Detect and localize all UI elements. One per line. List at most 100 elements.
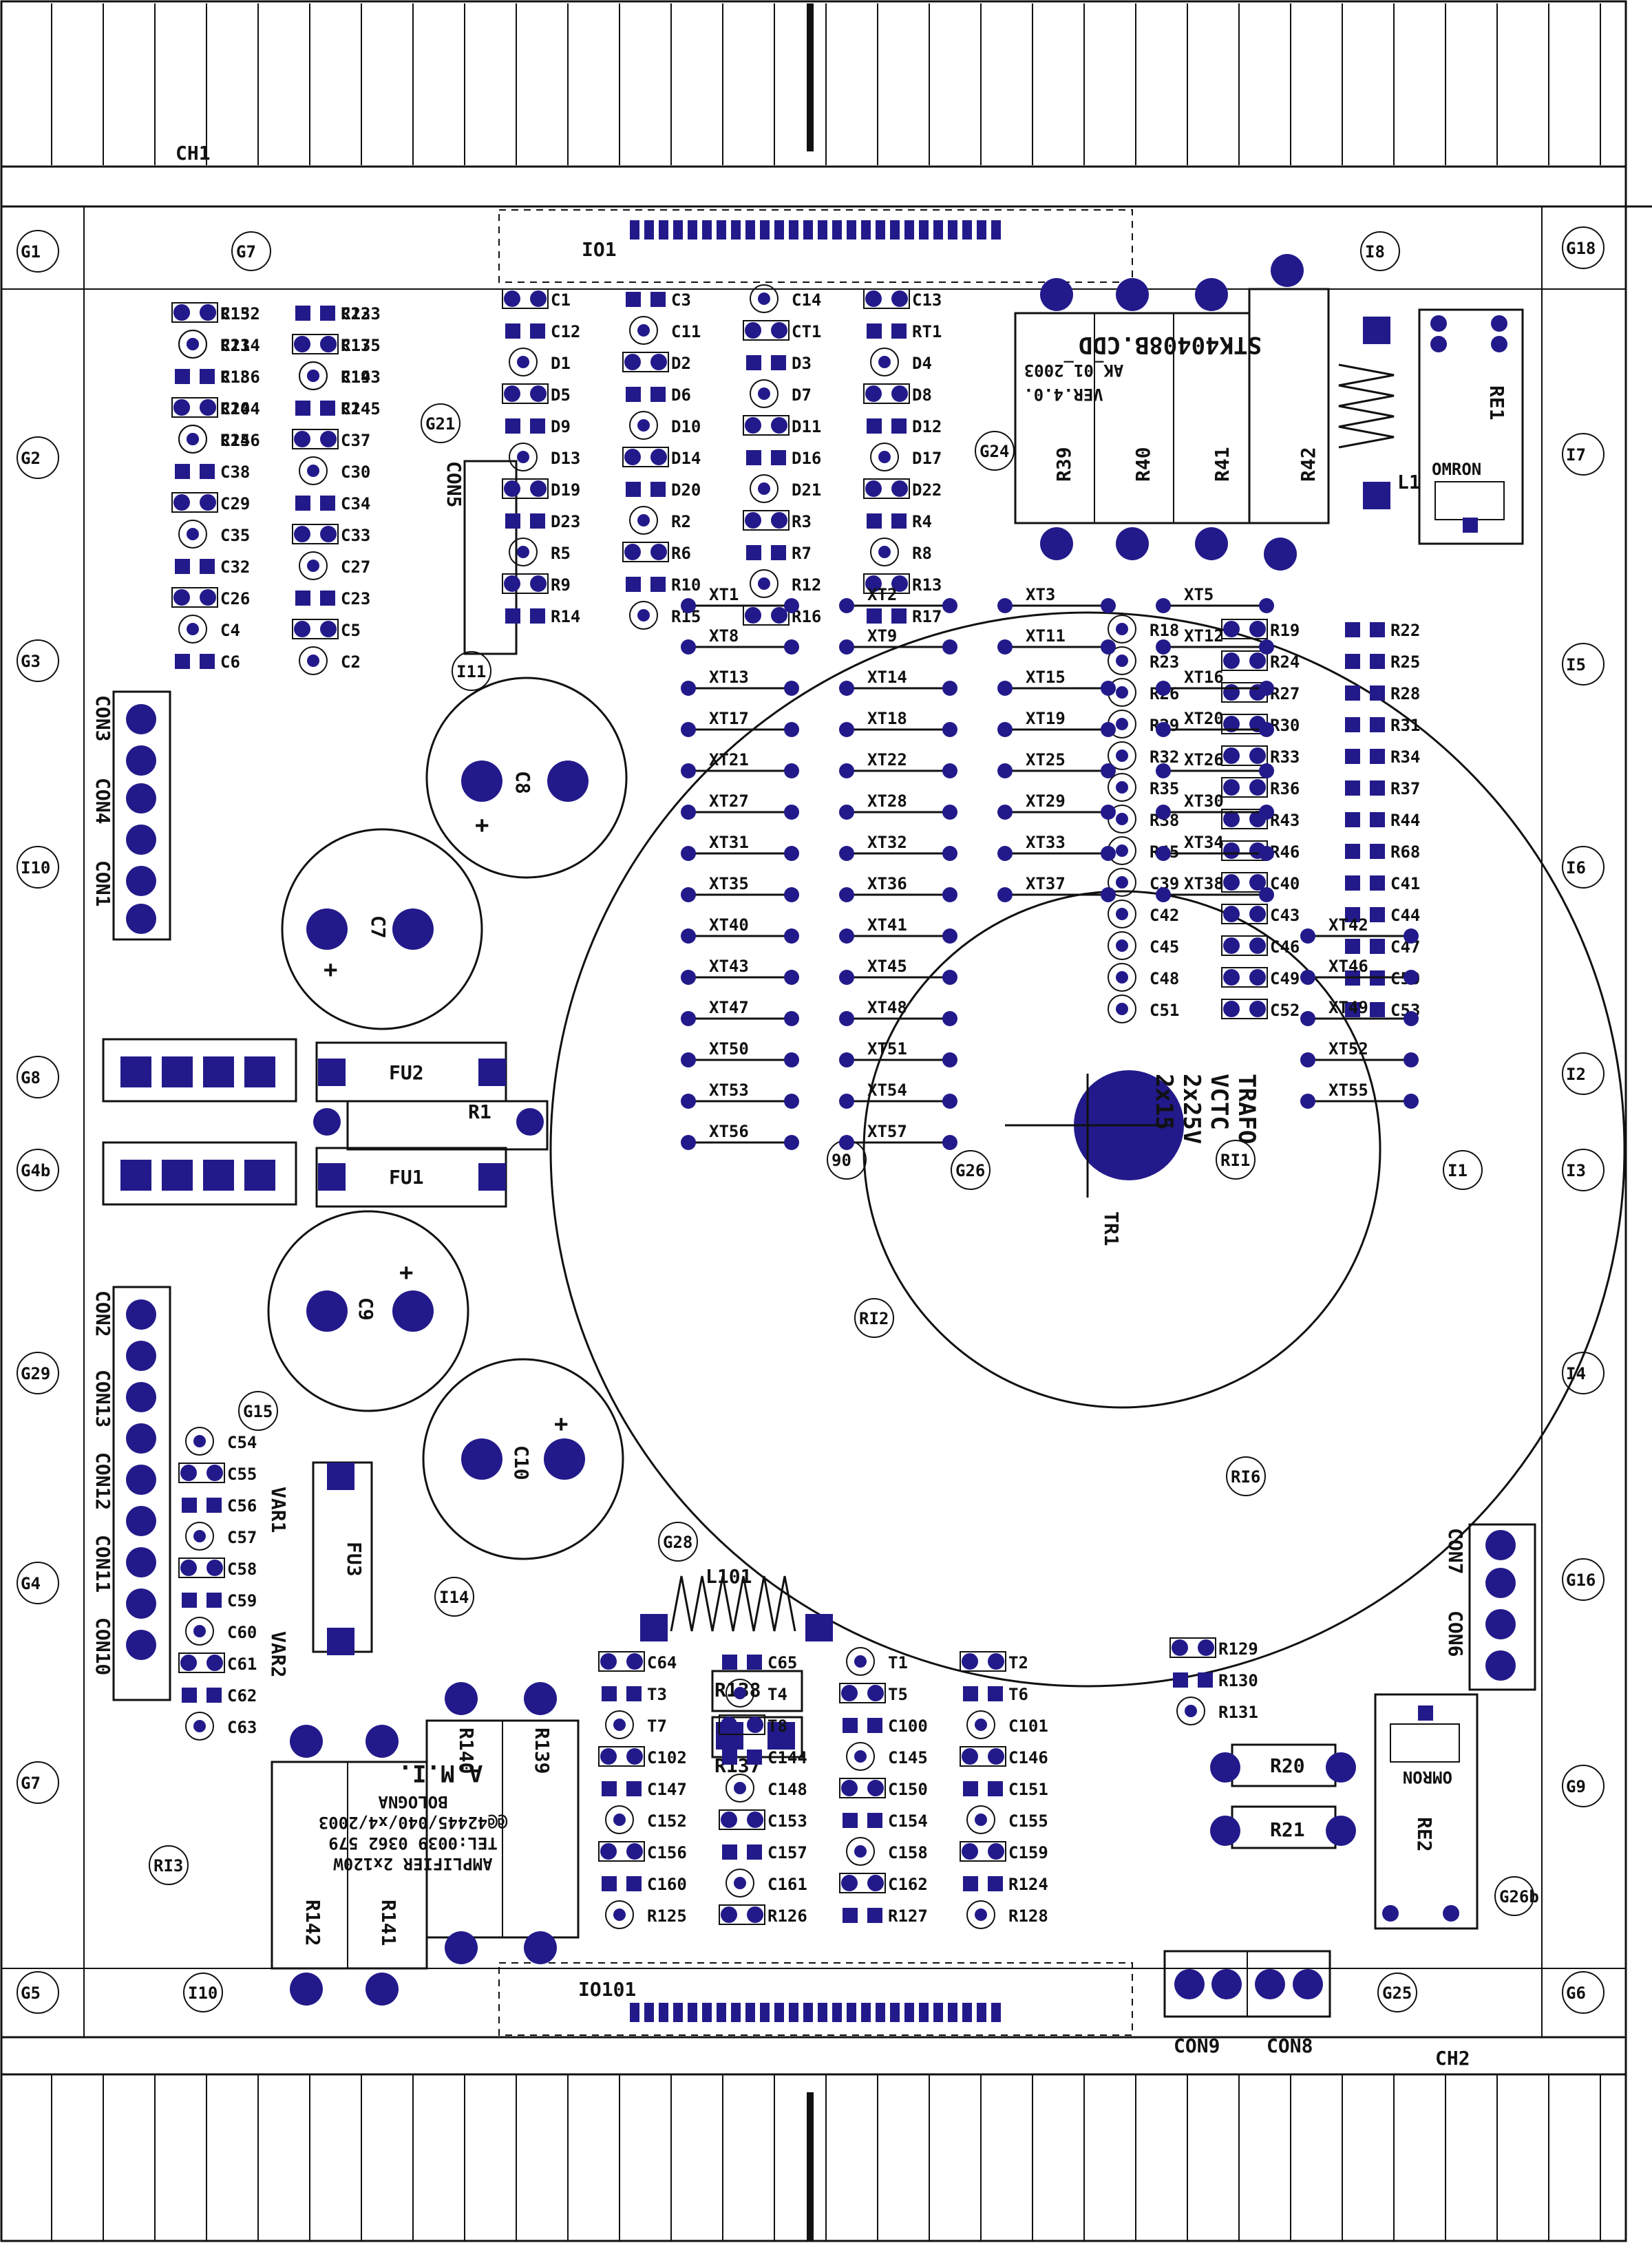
part-label: C34 [341,494,370,513]
part-label: R136 [220,368,260,387]
part-r25: R25 [1345,652,1420,672]
part-c65: C65 [722,1653,797,1672]
part-d22: D22 [863,478,942,500]
hole-inner-label: G24 [979,442,1009,461]
part-label: R13 [912,575,942,595]
part-label: C35 [220,526,250,545]
jumper-label: XT14 [867,668,907,687]
part-c42: C42 [1108,900,1179,928]
part-c51: C51 [1108,995,1179,1023]
part-r8: R8 [870,538,932,566]
part-t4: T4 [726,1679,787,1708]
part-label: C22 [341,304,370,323]
jumper-label: XT8 [709,626,739,646]
part-label: C2 [341,652,361,672]
part-label: C144 [767,1748,807,1767]
part-r130: R130 [1173,1671,1258,1690]
part-r129: R129 [1169,1637,1258,1659]
part-c12: C12 [505,322,580,341]
part-label: T1 [888,1653,908,1672]
hole-left-label: G1 [21,242,41,262]
part-c44: C44 [1345,906,1420,925]
part-c33: C33 [292,524,370,545]
part-label: D7 [792,385,812,405]
hole-left-label: G2 [21,449,41,468]
part-label: R36 [1270,779,1300,798]
part-label: D4 [912,354,932,373]
part-r16: R16 [743,605,821,626]
transformer-text-4: 2x15 [1150,1074,1178,1130]
transformer-text-3: 2x25V [1178,1074,1205,1144]
part-r19: R19 [1221,619,1300,640]
hole-inner: I10 [183,1973,223,2012]
part-c53: C53 [1345,1001,1420,1020]
part-label: C145 [888,1748,928,1767]
hole-inner-label: I1 [1448,1161,1468,1180]
part-label: C5 [341,621,361,640]
part-label: C102 [647,1748,687,1767]
part-r28: R28 [1345,684,1420,703]
jumper-label: XT1 [709,585,739,604]
part-rt1: RT1 [867,322,942,341]
part-label: C14 [792,290,821,310]
part-label: C154 [888,1811,928,1831]
part-r37: R37 [1345,779,1420,798]
hole-left: G4 [17,1562,59,1604]
part-c162: C162 [839,1873,928,1894]
hole-right-label: I4 [1566,1364,1586,1383]
part-c32: C32 [175,557,250,577]
part-c26: C26 [171,587,250,608]
cap-c10-label: C10 [510,1445,533,1480]
part-c55: C55 [178,1463,257,1484]
part-label: R30 [1270,716,1300,735]
jumper-xt28: XT28 [839,791,957,820]
hole-inner-label: G26b [1499,1887,1539,1906]
hole-inner-label: G28 [663,1533,692,1552]
hole-left-label: I10 [21,858,50,878]
part-label: C12 [551,322,580,341]
cap-c7: + C7 [281,828,483,1030]
part-t3: T3 [602,1685,667,1704]
part-label: D11 [792,417,821,436]
part-c160: C160 [602,1875,687,1894]
part-label: C13 [912,290,942,310]
jumper-label: XT55 [1328,1081,1368,1100]
part-t2: T2 [960,1651,1028,1672]
hole-inner-label: I14 [439,1588,469,1607]
resistor-r1: R1 [313,1100,549,1151]
transformer-text-2: VCTC [1205,1074,1233,1130]
jumper-xt47: XT47 [681,998,799,1026]
hole-inner: I14 [434,1577,474,1617]
part-label: R28 [1390,684,1420,703]
cap-c8: + C8 [425,677,628,879]
hole-right: I7 [1562,433,1605,476]
hole-right-label: I5 [1566,655,1586,674]
part-label: R33 [1270,747,1300,767]
part-label: C161 [767,1875,807,1894]
part-c48: C48 [1108,963,1179,992]
part-label: C33 [341,526,370,545]
part-label: T6 [1008,1685,1028,1704]
hole-left-label: G29 [21,1364,50,1383]
jumper-xt27: XT27 [681,791,799,820]
part-d9: D9 [505,417,571,436]
part-label: C30 [341,463,370,482]
part-c161: C161 [726,1869,807,1897]
part-r9: R9 [502,573,571,595]
resistor-r21-label: R21 [1270,1818,1305,1841]
part-label: R18 [1150,621,1179,640]
cap-c8-label: C8 [511,771,534,794]
resistor-r1-label: R1 [468,1101,491,1123]
part-label: C160 [647,1875,687,1894]
jumper-xt26: XT26 [1156,750,1274,778]
part-d8: D8 [863,383,932,405]
hole-left-label: G4 [21,1574,41,1593]
hole-right-label: I2 [1566,1065,1586,1084]
hole-inner: G21 [421,403,460,443]
part-label: D10 [671,417,701,436]
part-c158: C158 [846,1837,928,1866]
hole-right-label: I7 [1566,445,1586,465]
part-d4: D4 [870,348,932,376]
jumper-label: XT38 [1184,874,1224,893]
